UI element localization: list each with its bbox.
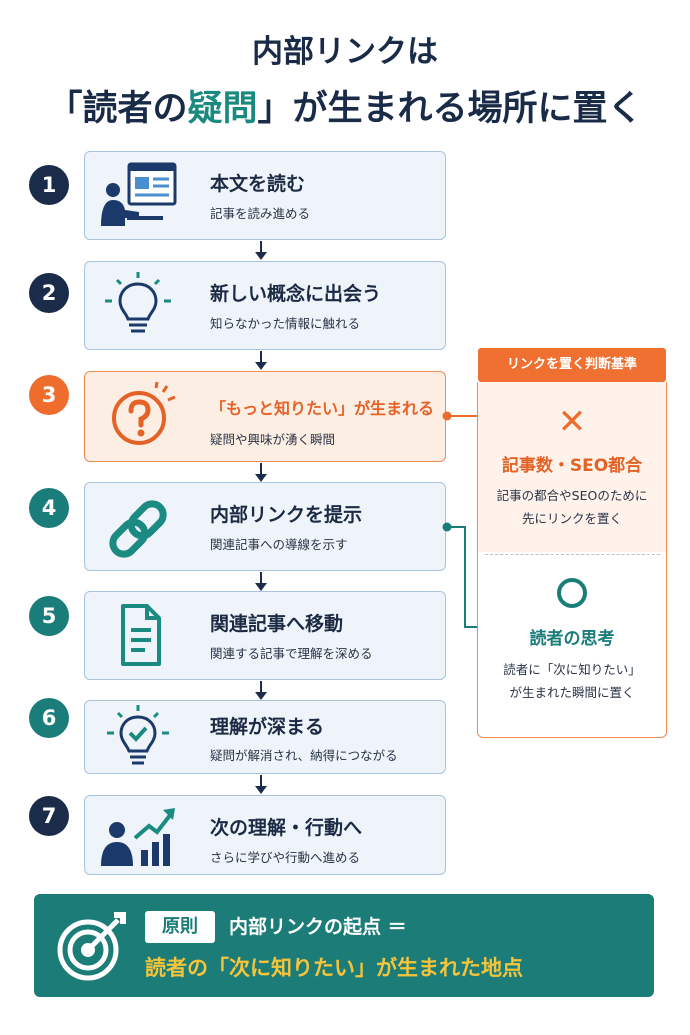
criteria-bad-text-2: 先にリンクを置く: [521, 511, 622, 526]
step-subtitle: 疑問や興味が湧く瞬間: [210, 432, 336, 447]
step-number-1: 1: [29, 165, 69, 205]
step-card-6: 理解が深まる 疑問が解消され、納得につながる: [84, 700, 446, 774]
step-number-6: 6: [29, 698, 69, 738]
step-title: 関連記事へ移動: [210, 613, 344, 635]
step-title: 理解が深まる: [210, 716, 325, 738]
principle-badge: 原則: [145, 911, 215, 943]
step-number-2: 2: [29, 273, 69, 313]
principle-line-1: 内部リンクの起点 ＝: [229, 916, 407, 938]
step-card-4: 内部リンクを提示 関連記事への導線を示す: [84, 482, 446, 571]
criteria-divider: [485, 554, 660, 555]
criteria-bad-title: 記事数・SEO都合: [501, 456, 643, 476]
lightbulb-check-icon: [107, 705, 169, 765]
step-subtitle: 知らなかった情報に触れる: [210, 316, 361, 331]
title-part-pre: 「読者の: [47, 89, 188, 129]
lightbulb-icon: [105, 272, 171, 333]
step-card-7: 次の理解・行動へ さらに学びや行動へ進める: [84, 795, 446, 875]
down-arrow-icon: [255, 681, 267, 700]
cross-icon: ✕: [557, 402, 587, 442]
step-subtitle: 疑問が解消され、納得につながる: [210, 748, 398, 763]
step-title: 新しい概念に出会う: [210, 283, 382, 305]
page-title-line1: 内部リンクは: [252, 34, 438, 70]
step-subtitle: 関連記事への導線を示す: [210, 537, 348, 552]
question-mark-icon: [112, 381, 176, 445]
title-highlight: 疑問: [187, 89, 258, 129]
criteria-good-text-2: が生まれた瞬間に置く: [509, 685, 635, 700]
down-arrow-icon: [255, 241, 267, 260]
step-card-1: 本文を読む 記事を読み進める: [84, 151, 446, 240]
criteria-good-title: 読者の思考: [529, 629, 615, 649]
step-title: 次の理解・行動へ: [210, 817, 363, 839]
down-arrow-icon: [255, 463, 267, 482]
down-arrow-icon: [255, 572, 267, 591]
step-title: 「もっと知りたい」が生まれる: [210, 399, 435, 418]
connector-lines: [442, 411, 478, 628]
step-subtitle: さらに学びや行動へ進める: [210, 850, 361, 865]
down-arrow-icon: [255, 351, 267, 370]
step-subtitle: 関連する記事で理解を深める: [210, 646, 373, 661]
step-title: 本文を読む: [210, 173, 306, 195]
criteria-good-text-1: 読者に「次に知りたい」: [503, 662, 641, 677]
criteria-header: リンクを置く判断基準: [478, 348, 666, 382]
principle-banner: [34, 894, 654, 997]
down-arrow-icon: [255, 775, 267, 794]
title-part-post: 」が生まれる場所に置く: [257, 89, 643, 129]
step-subtitle: 記事を読み進める: [210, 206, 311, 221]
step-number-5: 5: [29, 596, 69, 636]
link-icon: [109, 500, 167, 558]
step-number-4: 4: [29, 488, 69, 528]
target-arrow-icon: [57, 912, 126, 981]
person-growth-chart-icon: [101, 808, 175, 866]
criteria-bad-section: [478, 382, 666, 552]
step-card-3: 「もっと知りたい」が生まれる 疑問や興味が湧く瞬間: [84, 371, 446, 462]
document-icon: [121, 604, 161, 666]
step-card-5: 関連記事へ移動 関連する記事で理解を深める: [84, 591, 446, 680]
step-title: 内部リンクを提示: [210, 504, 363, 526]
step-card-2: 新しい概念に出会う 知らなかった情報に触れる: [84, 261, 446, 350]
criteria-bad-text-1: 記事の都合やSEOのために: [496, 488, 648, 503]
circle-icon: [557, 578, 587, 608]
principle-line-2: 読者の「次に知りたい」が生まれた地点: [145, 956, 523, 980]
reader-at-computer-icon: [101, 162, 177, 226]
page-title-line2: 「読者の疑問」が生まれる場所に置く: [0, 80, 690, 131]
step-number-3: 3: [29, 375, 69, 415]
step-number-7: 7: [29, 796, 69, 836]
